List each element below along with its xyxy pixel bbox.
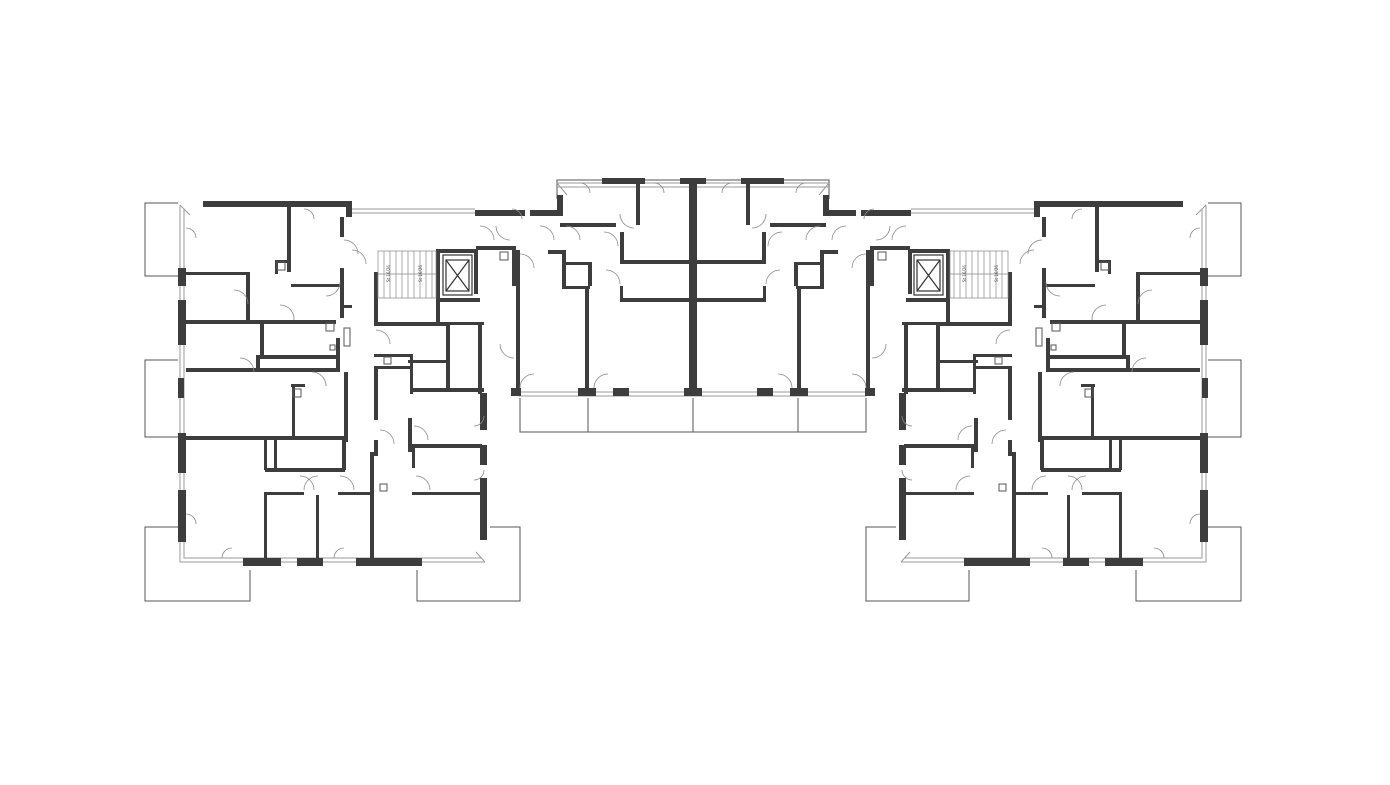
west-half bbox=[144, 177, 694, 602]
stair-label-right-a: St 16/26 bbox=[962, 265, 967, 282]
stair-label-left-b: St 16/26 bbox=[418, 265, 423, 282]
stair-label-left-a: St 16/26 bbox=[386, 265, 391, 282]
stair-label-right-b: St 16/26 bbox=[994, 265, 999, 282]
east-half bbox=[692, 177, 1242, 602]
